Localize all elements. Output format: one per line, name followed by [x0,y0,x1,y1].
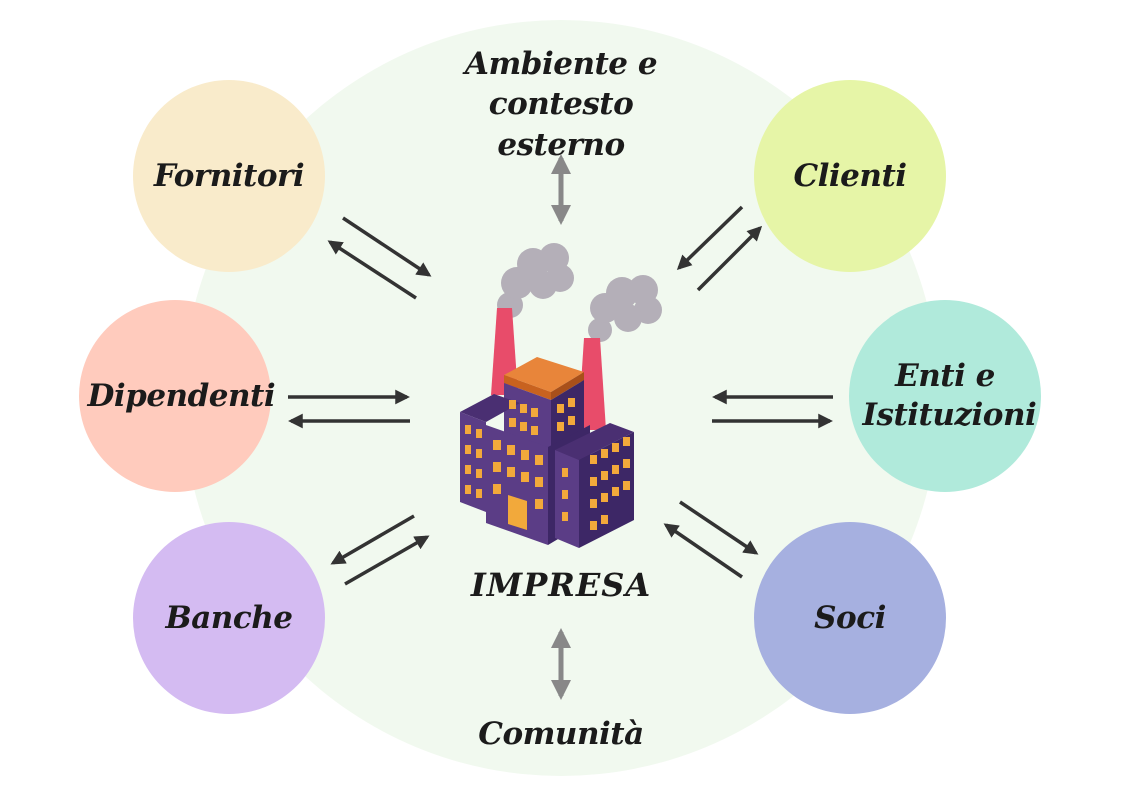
arrow-impresa-to-fornitori [327,240,417,300]
node-dipendenti-label: Dipendenti [87,377,276,414]
node-clienti[interactable]: Clienti [754,80,946,272]
bottom-label: Comunità [478,716,644,752]
node-fornitori-label: Fornitori [153,157,305,194]
arrow-impresa-to-clienti [696,225,763,292]
arrow-soci-to-impresa [663,523,743,579]
node-dipendenti[interactable]: Dipendenti [79,300,276,492]
arrow-fornitori-to-impresa [342,216,432,277]
arrow-impresa-to-banche [330,514,415,565]
arrow-impresa-to-soci [679,500,759,555]
top-label: Ambiente e contesto esterno [464,46,658,163]
node-fornitori[interactable]: Fornitori [133,80,325,272]
factory-icon [460,243,662,548]
arrow-banche-to-impresa [344,535,430,586]
arrow-clienti-to-impresa [676,205,744,271]
node-enti-label: Enti e Istituzioni [862,358,1037,433]
center-label: IMPRESA [470,566,652,604]
node-clienti-label: Clienti [793,157,907,194]
node-banche[interactable]: Banche [133,522,325,714]
node-soci[interactable]: Soci [754,522,946,714]
node-soci-label: Soci [814,599,886,636]
node-enti[interactable]: Enti e Istituzioni [849,300,1041,492]
node-banche-label: Banche [165,599,293,636]
